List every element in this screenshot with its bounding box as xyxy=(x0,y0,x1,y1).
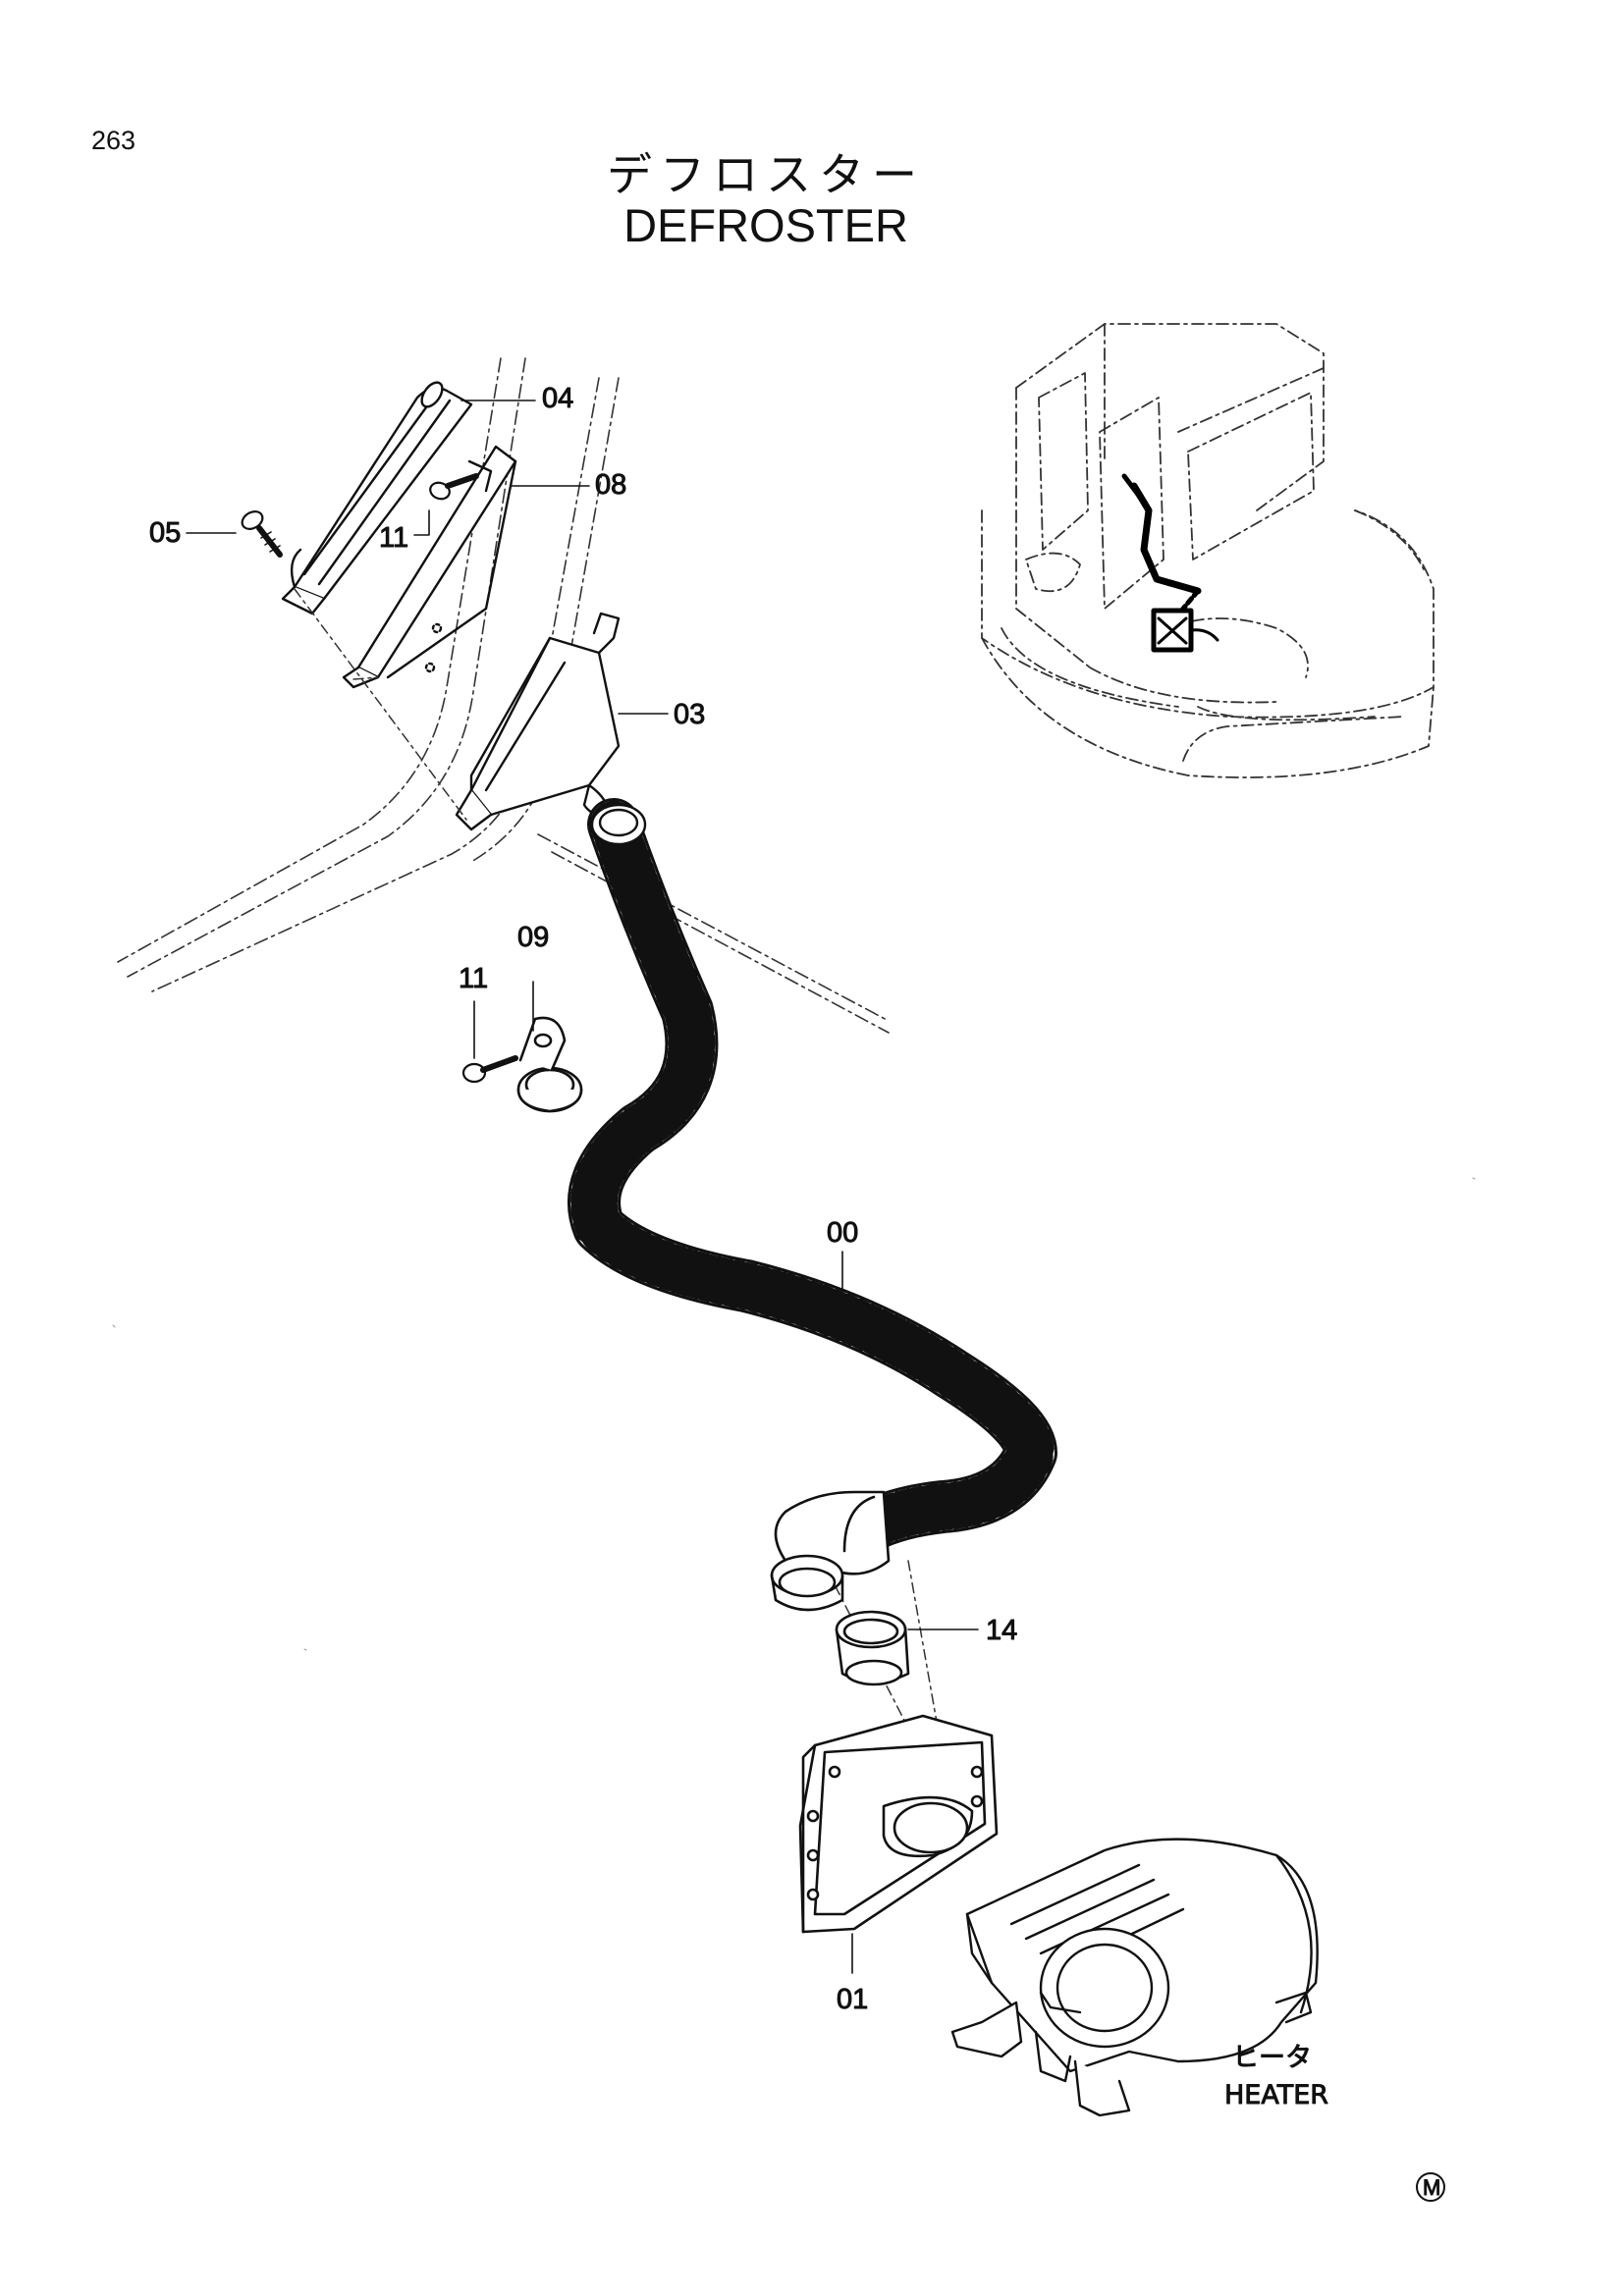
callout-08: 08 xyxy=(595,469,626,501)
circled-m-mark: M xyxy=(1416,2172,1445,2202)
overview-duct-highlight xyxy=(1121,473,1219,653)
callout-11-upper: 11 xyxy=(379,522,408,554)
part-03-outlet-duct xyxy=(455,612,621,831)
part-09-clamp xyxy=(516,1016,583,1113)
part-14-adapter xyxy=(835,1610,910,1686)
part-08-bracket xyxy=(342,445,517,689)
part-01-plate xyxy=(798,1714,999,1934)
machine-overview xyxy=(981,323,1435,778)
part-11-screw-lower xyxy=(461,1055,518,1084)
heater-label-english: HEATER xyxy=(1224,2080,1328,2110)
part-05-screw xyxy=(241,510,283,558)
callout-leaders xyxy=(186,400,979,1974)
hose-elbow xyxy=(770,1490,891,1612)
page-number: 263 xyxy=(91,126,136,155)
title-english: DEFROSTER xyxy=(623,199,908,251)
callout-01: 01 xyxy=(837,1984,868,2015)
callout-09: 09 xyxy=(517,922,549,953)
part-04-nozzle xyxy=(281,381,473,615)
background-speckle xyxy=(112,1177,1476,1651)
callout-11-lower: 11 xyxy=(459,963,488,994)
callout-04: 04 xyxy=(542,383,573,414)
callout-03: 03 xyxy=(674,699,705,730)
callout-14: 14 xyxy=(986,1615,1017,1646)
callout-00: 00 xyxy=(827,1217,858,1249)
part-00-hose xyxy=(568,798,1057,1553)
heater-unit xyxy=(950,1838,1319,2117)
title-japanese: デフロスター xyxy=(607,148,925,201)
callout-05: 05 xyxy=(149,517,181,549)
circled-mark-letter: M xyxy=(1423,2175,1440,2200)
heater-label-japanese: ヒータ xyxy=(1232,2043,1312,2073)
hose-top-end xyxy=(590,803,647,846)
part-11-screw-upper xyxy=(429,473,479,501)
